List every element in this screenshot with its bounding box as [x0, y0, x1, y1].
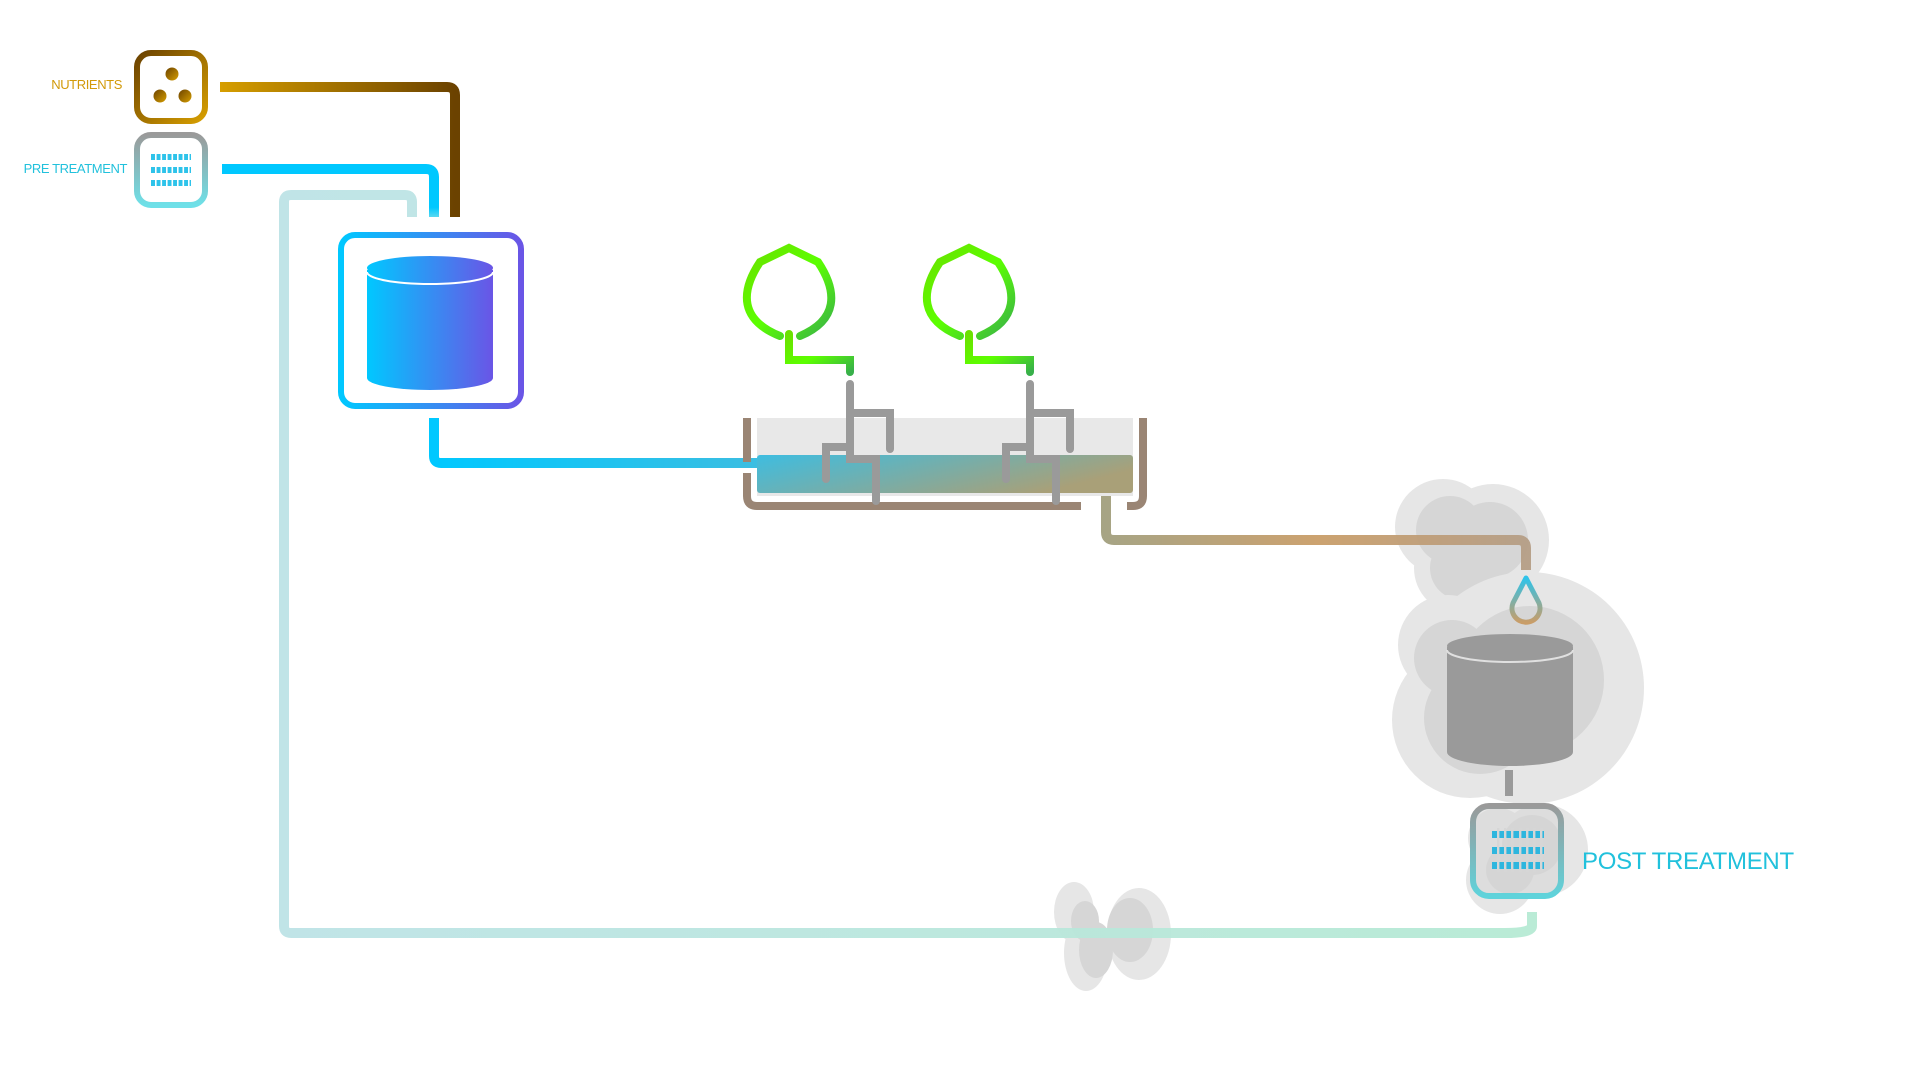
filter-grid-icon	[151, 152, 191, 188]
nutrient-pipe	[220, 82, 460, 217]
return-pipe	[279, 190, 1537, 938]
cylinder-tank-icon	[366, 256, 494, 390]
reservoir[interactable]	[338, 232, 524, 409]
nutrients-dots-icon	[153, 67, 192, 103]
water-drop-icon	[1509, 575, 1543, 625]
grow-bed[interactable]	[743, 243, 1147, 510]
pre-treatment-pipe	[222, 164, 439, 217]
pre-treatment-button[interactable]	[134, 132, 208, 208]
post-treatment-button[interactable]	[1470, 803, 1564, 899]
nutrients-button[interactable]	[134, 50, 208, 124]
leaf-icon	[923, 243, 1034, 376]
waste-tank[interactable]	[1446, 634, 1574, 766]
root-icon	[822, 380, 894, 505]
pre-treatment-label: PRE TREATMENT	[24, 161, 128, 176]
drain-pipe	[1101, 496, 1531, 570]
leaf-icon	[743, 243, 854, 376]
nutrients-label: NUTRIENTS	[51, 77, 123, 92]
post-treatment-label: POST TREATMENT	[1582, 848, 1794, 875]
water-level	[757, 455, 1133, 493]
root-icon	[1002, 380, 1074, 505]
filter-grid-icon	[1492, 828, 1544, 872]
waste-connector	[1505, 770, 1513, 796]
feed-pipe	[429, 418, 770, 468]
